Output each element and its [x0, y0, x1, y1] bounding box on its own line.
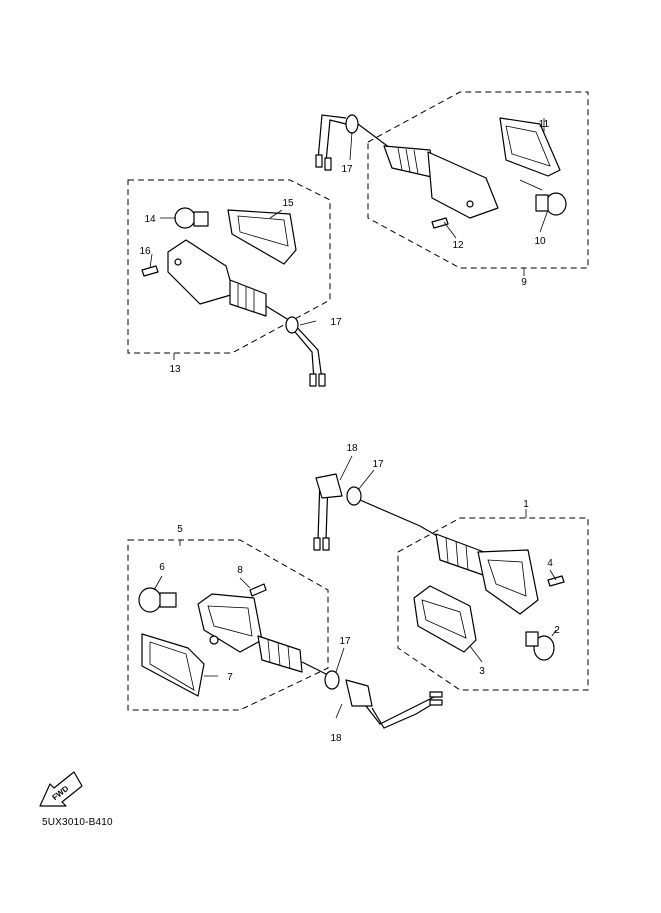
- wire-harness-2: [325, 119, 347, 163]
- lens: [141, 633, 205, 697]
- signal-stem: [257, 635, 303, 673]
- lens-inner: [421, 599, 467, 639]
- assembly-9: 11 10 12 9 17: [315, 91, 589, 288]
- wire-harness: [317, 114, 347, 161]
- screw: [141, 265, 159, 277]
- callout-5: 5: [177, 524, 183, 535]
- stem-ribs: [267, 639, 291, 670]
- callout-13: 13: [169, 364, 181, 375]
- housing-inner: [487, 559, 527, 597]
- wire-harness: [365, 695, 437, 729]
- wire-connector: [429, 699, 443, 706]
- leader-lines-13: [149, 209, 317, 360]
- lens-inner: [505, 125, 551, 167]
- screw: [249, 583, 267, 597]
- wire-connector: [309, 373, 317, 387]
- callout-12: 12: [452, 240, 464, 251]
- bulb: [174, 207, 196, 229]
- group-box-13: [127, 179, 331, 354]
- stem-ribs: [397, 147, 419, 175]
- lens: [499, 117, 561, 177]
- leader-lines-1: [339, 455, 557, 663]
- bulb-base: [193, 211, 209, 227]
- stem-wire: [359, 499, 445, 541]
- callout-7: 7: [227, 672, 233, 683]
- screw-hole: [209, 635, 219, 645]
- stem-wire: [301, 661, 331, 677]
- wire-grommet-18: [315, 473, 343, 499]
- wire-harness: [265, 305, 323, 381]
- leader-lines-5: [153, 540, 345, 719]
- callout-1: 1: [523, 499, 529, 510]
- assembly-13: 14 15 16 13 17: [127, 179, 342, 387]
- fwd-arrow-icon: FWD: [39, 771, 83, 807]
- wire-harness-2: [289, 325, 315, 381]
- wire-connector: [324, 157, 332, 171]
- wire-grommet-18: [345, 679, 373, 707]
- lens-inner: [237, 215, 289, 247]
- grommet: [345, 114, 359, 134]
- callout-8: 8: [237, 565, 243, 576]
- callout-4: 4: [547, 558, 553, 569]
- bulb: [138, 587, 162, 613]
- callout-6: 6: [159, 562, 165, 573]
- wire-connector: [313, 537, 321, 551]
- bulb: [545, 192, 567, 216]
- screw-hole: [174, 258, 182, 266]
- callout-3: 3: [479, 666, 485, 677]
- signal-housing: [197, 593, 263, 653]
- signal-housing: [477, 549, 539, 615]
- bulb-base: [535, 194, 549, 212]
- stem-wire: [357, 123, 391, 149]
- callout-9: 9: [521, 277, 527, 288]
- callout-18-b: 18: [330, 733, 342, 744]
- wire-connector: [429, 691, 443, 698]
- callout-10: 10: [534, 236, 546, 247]
- lens: [413, 585, 477, 653]
- callout-17: 17: [341, 164, 353, 175]
- signal-stem: [383, 145, 437, 179]
- callout-17-b: 17: [330, 317, 342, 328]
- grommet: [324, 670, 340, 690]
- group-box-1: [397, 517, 589, 691]
- wire-connector: [318, 373, 326, 387]
- callout-15: 15: [282, 198, 294, 209]
- callout-18: 18: [346, 443, 358, 454]
- screw: [547, 575, 565, 587]
- callout-14: 14: [144, 214, 156, 225]
- grommet: [285, 316, 299, 334]
- group-box-9: [367, 91, 589, 269]
- group-box-5: [127, 539, 329, 711]
- diagram-code: 5UX3010-B410: [42, 817, 113, 828]
- wire-connector: [322, 537, 330, 551]
- lens: [227, 209, 297, 265]
- stem-ribs: [237, 284, 255, 312]
- bulb: [533, 635, 555, 661]
- callout-17-c: 17: [372, 459, 384, 470]
- bulb-base: [525, 631, 539, 647]
- callout-17-d: 17: [339, 636, 351, 647]
- lens-inner: [149, 641, 195, 691]
- grommet: [346, 486, 362, 506]
- signal-stem: [229, 279, 267, 317]
- screw: [431, 217, 449, 229]
- fwd-arrow-shape: [39, 771, 83, 807]
- assembly-5: 5 6 7 8 17 18: [127, 524, 443, 744]
- wire-connector: [315, 154, 323, 168]
- leader-lines-9: [349, 118, 549, 276]
- callout-2: 2: [554, 625, 560, 636]
- signal-housing: [427, 151, 499, 219]
- housing-inner: [207, 605, 253, 637]
- callout-16: 16: [139, 246, 151, 257]
- assembly-1: 1 2 3 4 18 17: [313, 443, 589, 691]
- callout-11: 11: [539, 119, 550, 130]
- signal-housing: [167, 239, 235, 305]
- stem-ribs: [445, 537, 469, 571]
- bulb-base: [159, 592, 177, 608]
- screw-hole: [466, 200, 474, 208]
